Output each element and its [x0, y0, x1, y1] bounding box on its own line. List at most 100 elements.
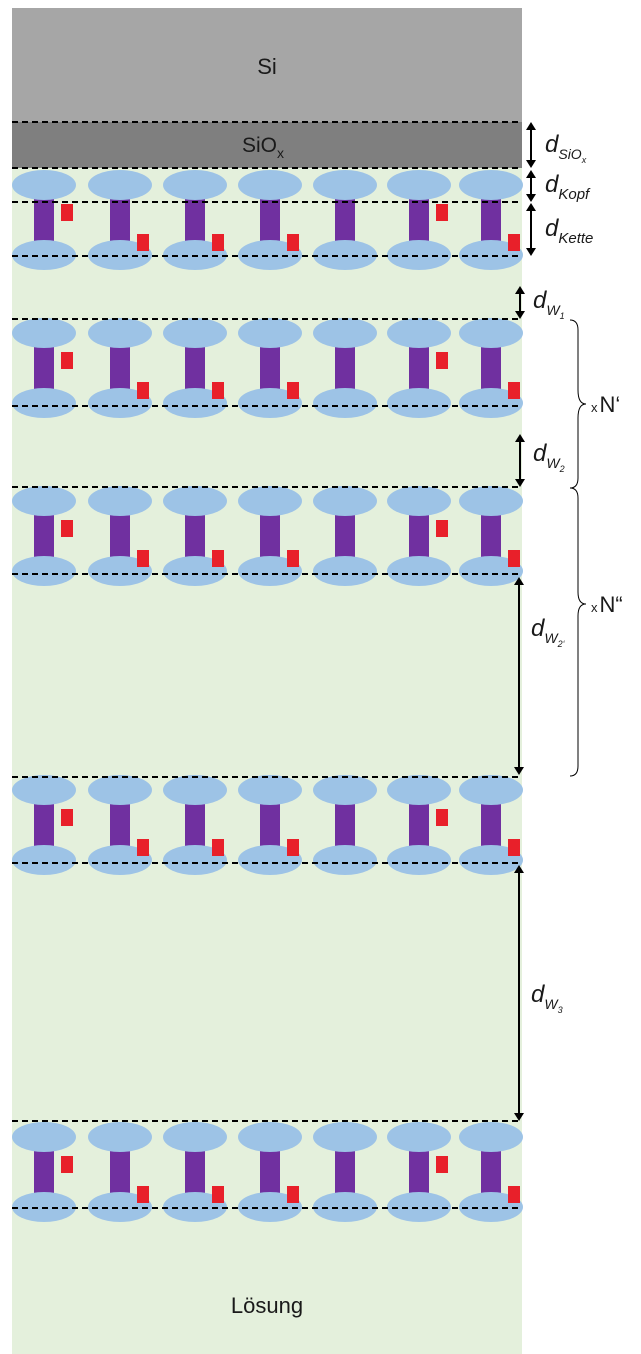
lipid-molecule: [88, 486, 152, 586]
head-bottom: [163, 388, 227, 418]
lipid-molecule: [459, 1122, 523, 1222]
lipid-molecule: [12, 775, 76, 875]
head-top: [459, 486, 523, 516]
arrowhead-up: [526, 122, 536, 130]
lipid-molecule: [459, 775, 523, 875]
arrowhead-up: [526, 203, 536, 211]
head-bottom: [459, 845, 523, 875]
siox-label: SiOx: [242, 134, 284, 161]
arrowhead-down: [526, 194, 536, 202]
head-bottom: [88, 556, 152, 586]
head-bottom: [459, 1192, 523, 1222]
head-top: [163, 486, 227, 516]
head-bottom: [88, 845, 152, 875]
label-d-w1: dW1: [533, 287, 565, 321]
arrowhead-down: [514, 767, 524, 775]
head-top: [163, 1122, 227, 1152]
head-bottom: [238, 556, 302, 586]
repeat-n-double: xN“: [591, 592, 623, 617]
arrowhead-down: [526, 160, 536, 168]
label-d-w2-prime: dW2‘: [531, 615, 566, 649]
head-top: [459, 775, 523, 805]
head-top: [313, 486, 377, 516]
lipid-molecule: [313, 775, 377, 875]
arrowhead-up: [515, 286, 525, 294]
arrowhead-down: [526, 248, 536, 256]
marker: [508, 550, 520, 567]
head-bottom: [313, 845, 377, 875]
head-top: [313, 1122, 377, 1152]
chain: [34, 340, 54, 396]
lipid-molecule: [12, 486, 76, 586]
head-top: [387, 486, 451, 516]
chain: [185, 508, 205, 564]
head-bottom: [12, 388, 76, 418]
head-top: [313, 170, 377, 200]
head-top: [387, 775, 451, 805]
head-top: [12, 775, 76, 805]
marker: [287, 1186, 299, 1203]
head-bottom: [88, 388, 152, 418]
marker: [137, 382, 149, 399]
lipid-molecule: [387, 318, 451, 418]
lipid-molecule: [12, 1122, 76, 1222]
chain: [481, 1144, 501, 1200]
lipid-molecule: [387, 1122, 451, 1222]
marker: [137, 234, 149, 251]
head-bottom: [313, 388, 377, 418]
chain: [260, 1144, 280, 1200]
marker: [61, 520, 73, 537]
head-bottom: [238, 1192, 302, 1222]
head-bottom: [163, 556, 227, 586]
lipid-molecule: [387, 486, 451, 586]
head-top: [88, 775, 152, 805]
solution-label: Lösung: [231, 1293, 303, 1318]
chain: [185, 340, 205, 396]
head-top: [459, 170, 523, 200]
head-bottom: [12, 845, 76, 875]
chain: [481, 508, 501, 564]
arrowhead-up: [526, 170, 536, 178]
head-bottom: [459, 556, 523, 586]
chain: [335, 1144, 355, 1200]
lipid-molecule: [88, 170, 152, 270]
chain: [110, 797, 130, 853]
head-top: [88, 170, 152, 200]
lipid-molecule: [88, 318, 152, 418]
chain: [481, 192, 501, 248]
marker: [61, 204, 73, 221]
head-top: [12, 318, 76, 348]
lipid-molecule: [238, 1122, 302, 1222]
head-top: [238, 486, 302, 516]
lipid-molecule: [88, 775, 152, 875]
chain: [110, 508, 130, 564]
marker: [508, 234, 520, 251]
dimension-arrows: [518, 127, 532, 1116]
marker: [436, 809, 448, 826]
marker: [61, 1156, 73, 1173]
chain: [260, 340, 280, 396]
head-top: [12, 170, 76, 200]
arrowhead-up: [514, 577, 524, 585]
head-top: [12, 486, 76, 516]
head-bottom: [88, 240, 152, 270]
chain: [481, 340, 501, 396]
arrowhead-down: [515, 311, 525, 319]
chain: [481, 797, 501, 853]
lipid-molecule: [459, 170, 523, 270]
head-top: [238, 170, 302, 200]
head-top: [88, 1122, 152, 1152]
lipid-molecule: [238, 486, 302, 586]
dimension-arrowheads: [514, 122, 536, 1121]
lipid-molecule: [163, 486, 227, 586]
lipid-molecule: [238, 775, 302, 875]
marker: [436, 520, 448, 537]
chain: [260, 797, 280, 853]
lipid-molecule: [313, 318, 377, 418]
head-bottom: [238, 388, 302, 418]
head-top: [238, 775, 302, 805]
arrowhead-down: [515, 479, 525, 487]
chain: [185, 1144, 205, 1200]
chain: [34, 797, 54, 853]
